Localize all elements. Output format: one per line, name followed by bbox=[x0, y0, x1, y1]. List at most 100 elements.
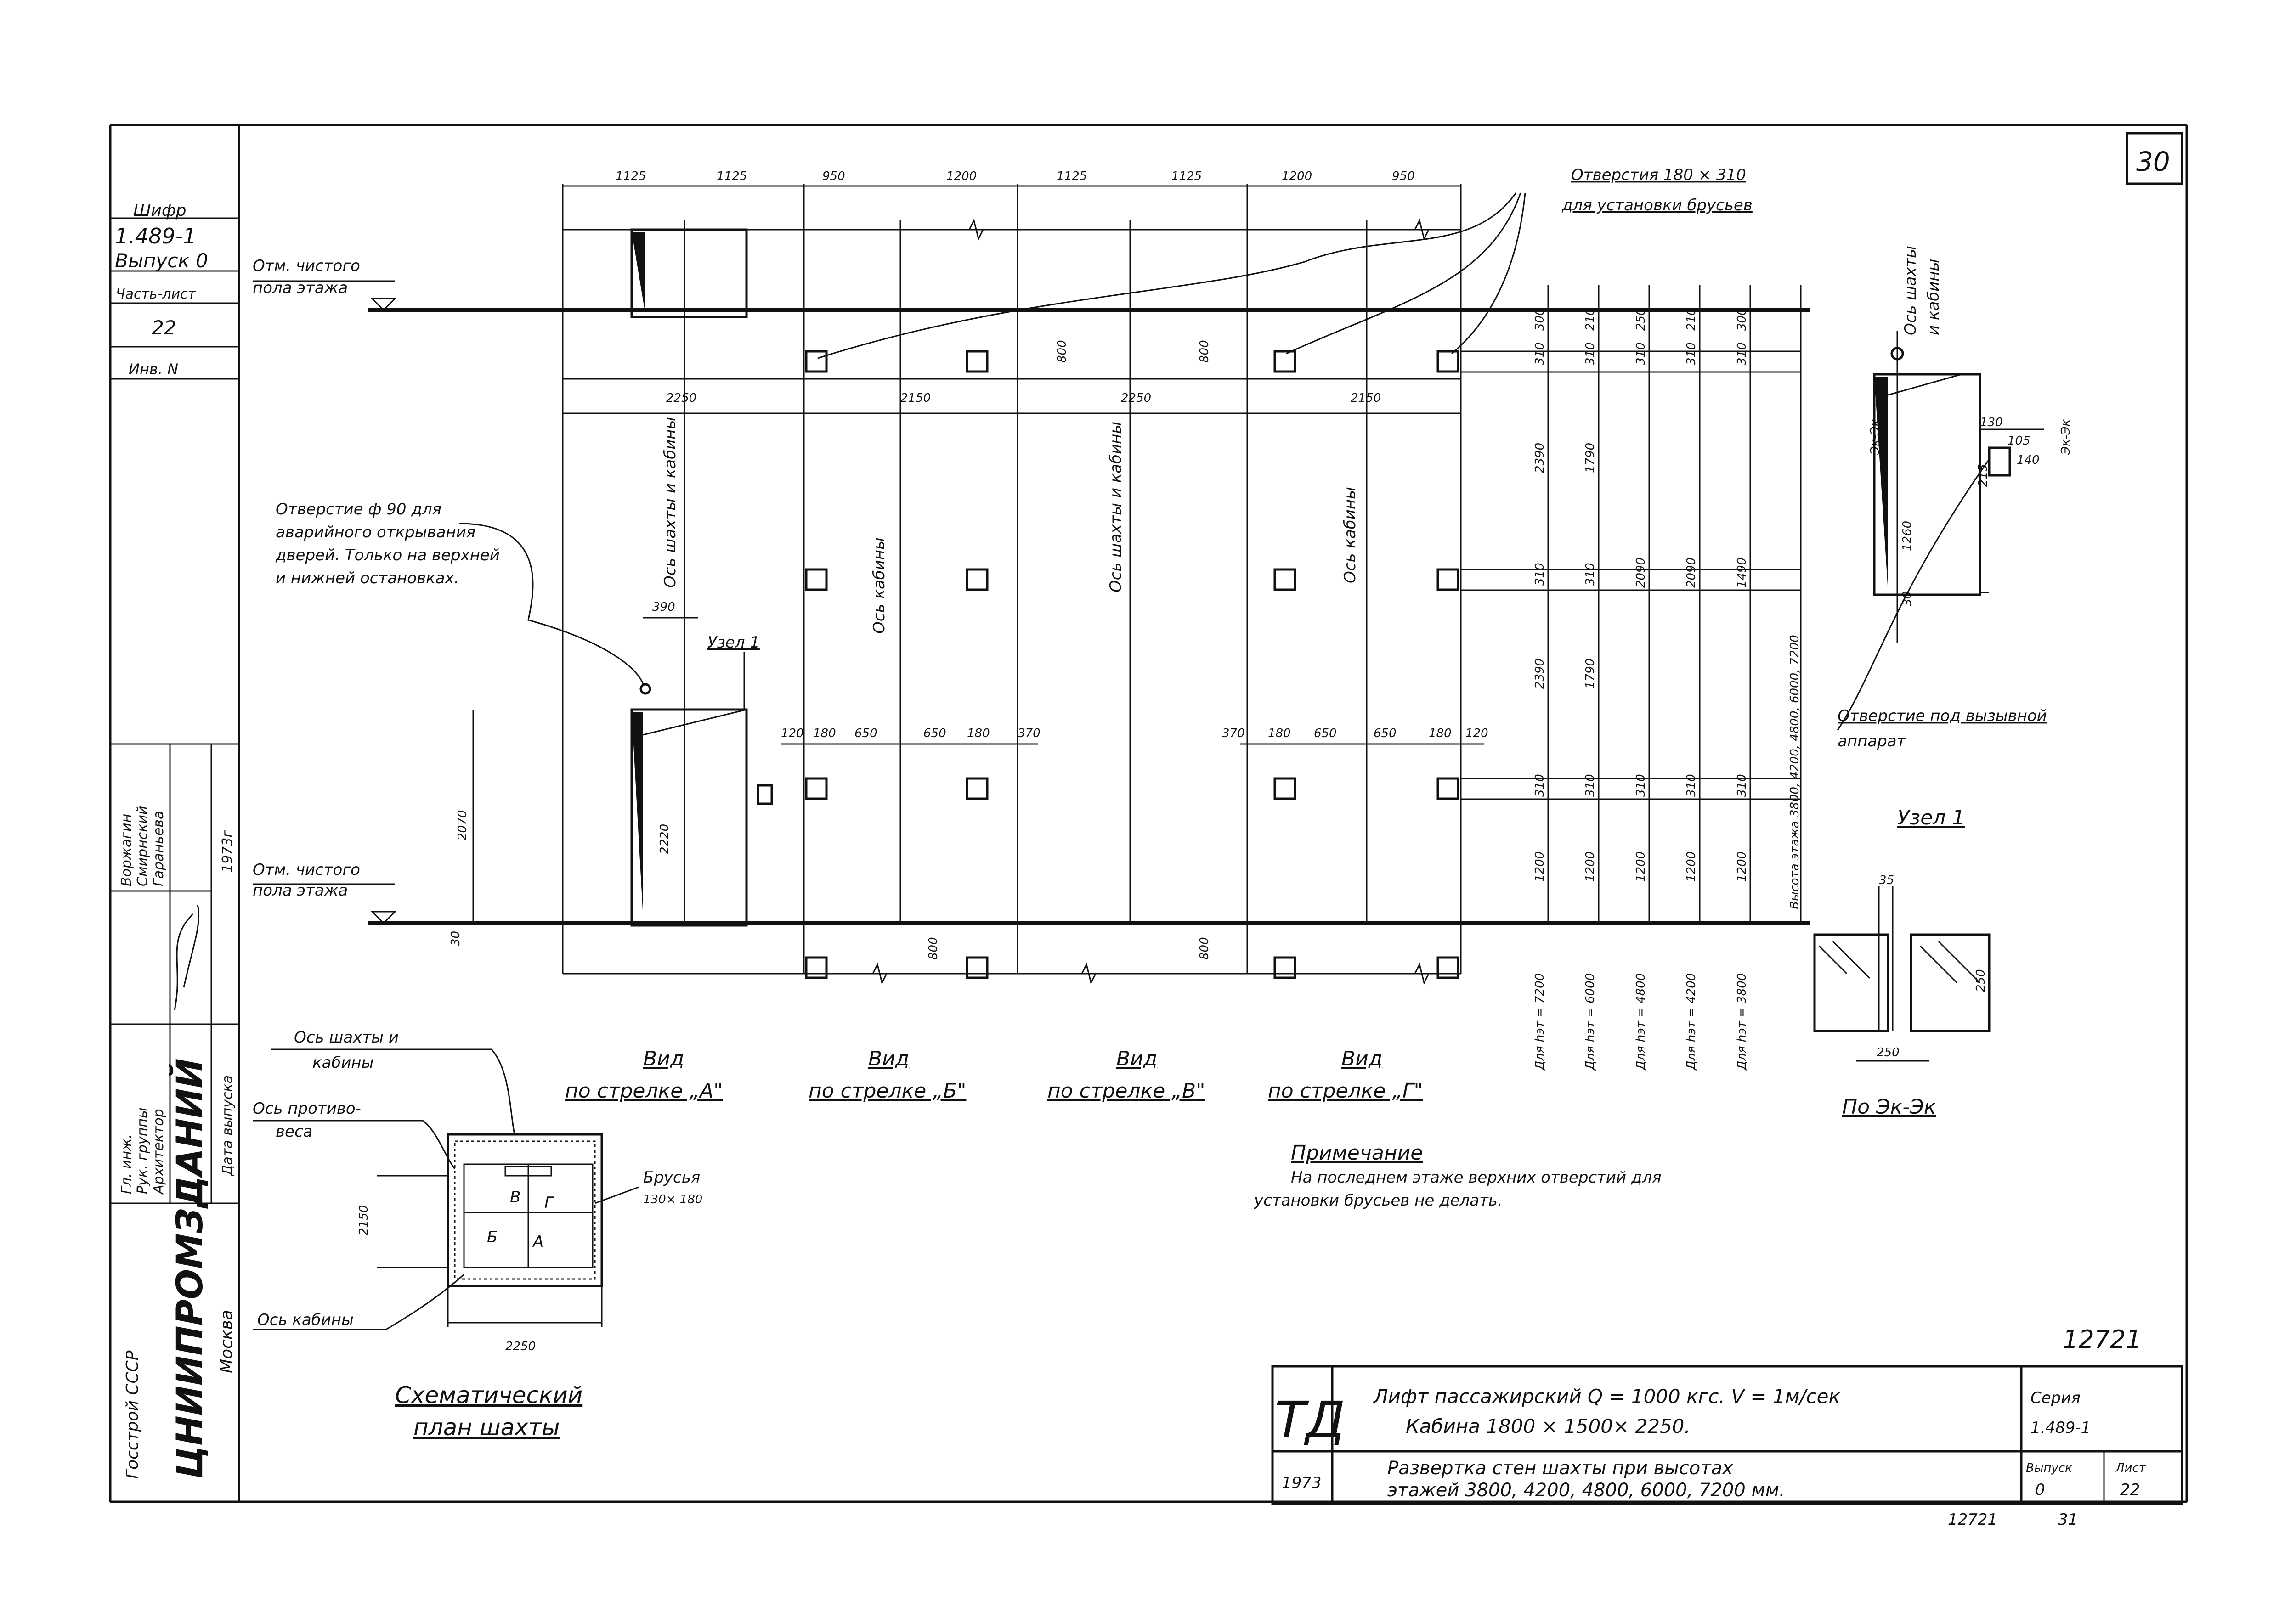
view-a-line2: по стрелке „А" bbox=[565, 1079, 723, 1103]
side-role-1: Гл. инж. bbox=[119, 1134, 135, 1194]
col1-v4: 310 bbox=[1533, 563, 1547, 586]
emergency-note-3: дверей. Только на верхней bbox=[275, 546, 500, 564]
title-code-bottom-page: 31 bbox=[2058, 1511, 2078, 1529]
col1-label: Для hэт = 7200 bbox=[1533, 973, 1547, 1071]
row-dim-l2: 180 bbox=[813, 727, 836, 740]
top-dim-8: 950 bbox=[1392, 169, 1415, 183]
axis-label-3: Ось шахты и кабины bbox=[1107, 422, 1125, 592]
node1-dim-2: 250 bbox=[1974, 969, 1988, 992]
side-org-sub: Госстрой СССР bbox=[123, 1350, 142, 1479]
stamp-cipher: 1.489-1 bbox=[115, 224, 197, 248]
col3-v5: 1200 bbox=[1634, 851, 1648, 882]
title-block bbox=[1271, 1365, 2183, 1505]
holes-callout-line1: Отверстия 180 × 310 bbox=[1571, 166, 1746, 184]
side-role-3: Архитектор bbox=[151, 1109, 167, 1195]
door-dim-2220: 2220 bbox=[658, 824, 672, 854]
top-dim-6: 1125 bbox=[1171, 169, 1202, 183]
top-dim-2: 1125 bbox=[717, 169, 747, 183]
floor-top-line1: Отм. чистого bbox=[253, 257, 360, 275]
callout-leader-1 bbox=[817, 192, 1517, 359]
plan-letter-a: А bbox=[532, 1233, 543, 1251]
stamp-part: 22 bbox=[152, 316, 176, 339]
side-name-3: Гараньева bbox=[151, 811, 167, 886]
top-dim-1: 1125 bbox=[616, 169, 646, 183]
side-name-2: Смирнский bbox=[135, 806, 151, 886]
floor-top-line2: пола этажа bbox=[253, 279, 348, 297]
plan-title-line1: Схематический bbox=[395, 1382, 582, 1409]
plan-beams-line1: Брусья bbox=[643, 1168, 700, 1187]
callout-leader-3 bbox=[1451, 192, 1526, 355]
col1-v2: 310 bbox=[1533, 342, 1547, 365]
col4-v2: 310 bbox=[1685, 342, 1698, 365]
axis-label-2: Ось кабины bbox=[870, 537, 888, 634]
col1-v3: 2390 bbox=[1533, 443, 1547, 473]
col4-label: Для hэт = 4200 bbox=[1685, 973, 1698, 1071]
door-dim-2070: 2070 bbox=[456, 810, 469, 840]
row-dim-l3: 650 bbox=[854, 727, 877, 740]
callout-leader-2 bbox=[1286, 192, 1521, 355]
col1-v7: 1200 bbox=[1533, 851, 1547, 882]
side-org: ЦНИИПРОМЗДАНИЙ bbox=[169, 1058, 211, 1479]
elevation-grid bbox=[368, 184, 1810, 985]
node1-section-label: По Эк-Эк bbox=[1842, 1095, 1936, 1119]
right-dim-3: 140 bbox=[2017, 453, 2040, 467]
plan-dim-w: 2250 bbox=[505, 1340, 536, 1353]
side-city: Москва bbox=[217, 1310, 236, 1373]
col3-v2: 310 bbox=[1634, 342, 1648, 365]
plan-beams-line2: 130× 180 bbox=[643, 1193, 702, 1206]
col3-label: Для hэт = 4800 bbox=[1634, 973, 1648, 1071]
mid-dim-3: 2250 bbox=[1121, 391, 1151, 405]
height-columns bbox=[1461, 285, 1802, 923]
call-hole-line1: Отверстие под вызывной bbox=[1838, 707, 2047, 725]
col4-v5: 1200 bbox=[1685, 851, 1698, 882]
stamp-part-label: Чaсть-лист bbox=[116, 286, 197, 302]
right-mark-2: Эк-Эк bbox=[2059, 419, 2073, 455]
note-line2: установки брусьев не делать. bbox=[1254, 1191, 1503, 1210]
floor-bottom-line1: Отм. чистого bbox=[253, 861, 360, 879]
dim-800-3: 800 bbox=[927, 937, 940, 960]
row-dim-l5: 180 bbox=[967, 727, 990, 740]
node1-dim-3: 250 bbox=[1877, 1046, 1900, 1060]
row-dim-l6: 370 bbox=[1018, 727, 1041, 740]
title-series: 1.489-1 bbox=[2030, 1419, 2091, 1437]
row-dim-l1: 120 bbox=[781, 727, 804, 740]
view-g-line2: по стрелке „Г" bbox=[1268, 1079, 1423, 1103]
plan-cabin-axis: Ось кабины bbox=[257, 1311, 354, 1329]
side-name-1: Воржагин bbox=[119, 814, 135, 886]
title-line2: Кабина 1800 × 1500× 2250. bbox=[1406, 1415, 1691, 1437]
col5-label: Для hэт = 3800 bbox=[1735, 973, 1749, 1071]
row-dim-r3: 650 bbox=[1314, 727, 1337, 740]
view-b-line2: по стрелке „Б" bbox=[809, 1079, 966, 1103]
stamp-issue: Выпуск 0 bbox=[115, 249, 208, 272]
sheet-frame bbox=[109, 124, 2188, 1503]
node1-dim-1: 35 bbox=[1879, 874, 1894, 887]
top-dim-3: 950 bbox=[822, 169, 845, 183]
right-dim-2: 105 bbox=[2008, 434, 2030, 448]
row-dim-r2: 180 bbox=[1268, 727, 1291, 740]
call-panel-detail bbox=[1873, 331, 2044, 643]
plan-letter-g: Г bbox=[544, 1194, 554, 1212]
signature bbox=[174, 904, 200, 1011]
row-dim-l4: 650 bbox=[923, 727, 946, 740]
right-dim-5: 1260 bbox=[1900, 521, 1914, 551]
col5-v3: 1490 bbox=[1735, 558, 1749, 588]
dim-800-2: 800 bbox=[1198, 340, 1211, 363]
col3-v4: 310 bbox=[1634, 774, 1648, 797]
plan-axis-top-line1: Ось шахты и bbox=[294, 1028, 399, 1047]
view-b-line1: Вид bbox=[868, 1047, 909, 1071]
emergency-note-1: Отверстие ф 90 для bbox=[276, 500, 441, 519]
top-dim-4: 1200 bbox=[946, 169, 977, 183]
col1-v6: 310 bbox=[1533, 774, 1547, 797]
right-axis-line1: Ось шахты bbox=[1901, 246, 1920, 335]
col3-v1: 250 bbox=[1634, 308, 1648, 331]
view-a-line1: Вид bbox=[643, 1047, 684, 1071]
top-dim-5: 1125 bbox=[1057, 169, 1087, 183]
title-line3: Развертка стен шахты при высотах bbox=[1387, 1458, 1733, 1479]
door-openings bbox=[630, 228, 748, 927]
row-dim-r6: 120 bbox=[1465, 727, 1488, 740]
dim-800-1: 800 bbox=[1055, 340, 1069, 363]
right-axis-line2: и кабины bbox=[1924, 259, 1943, 335]
axis-label-4: Ось кабины bbox=[1341, 487, 1359, 583]
view-g-line1: Вид bbox=[1341, 1047, 1382, 1071]
side-date-label: Дата выпуска bbox=[220, 1075, 236, 1177]
